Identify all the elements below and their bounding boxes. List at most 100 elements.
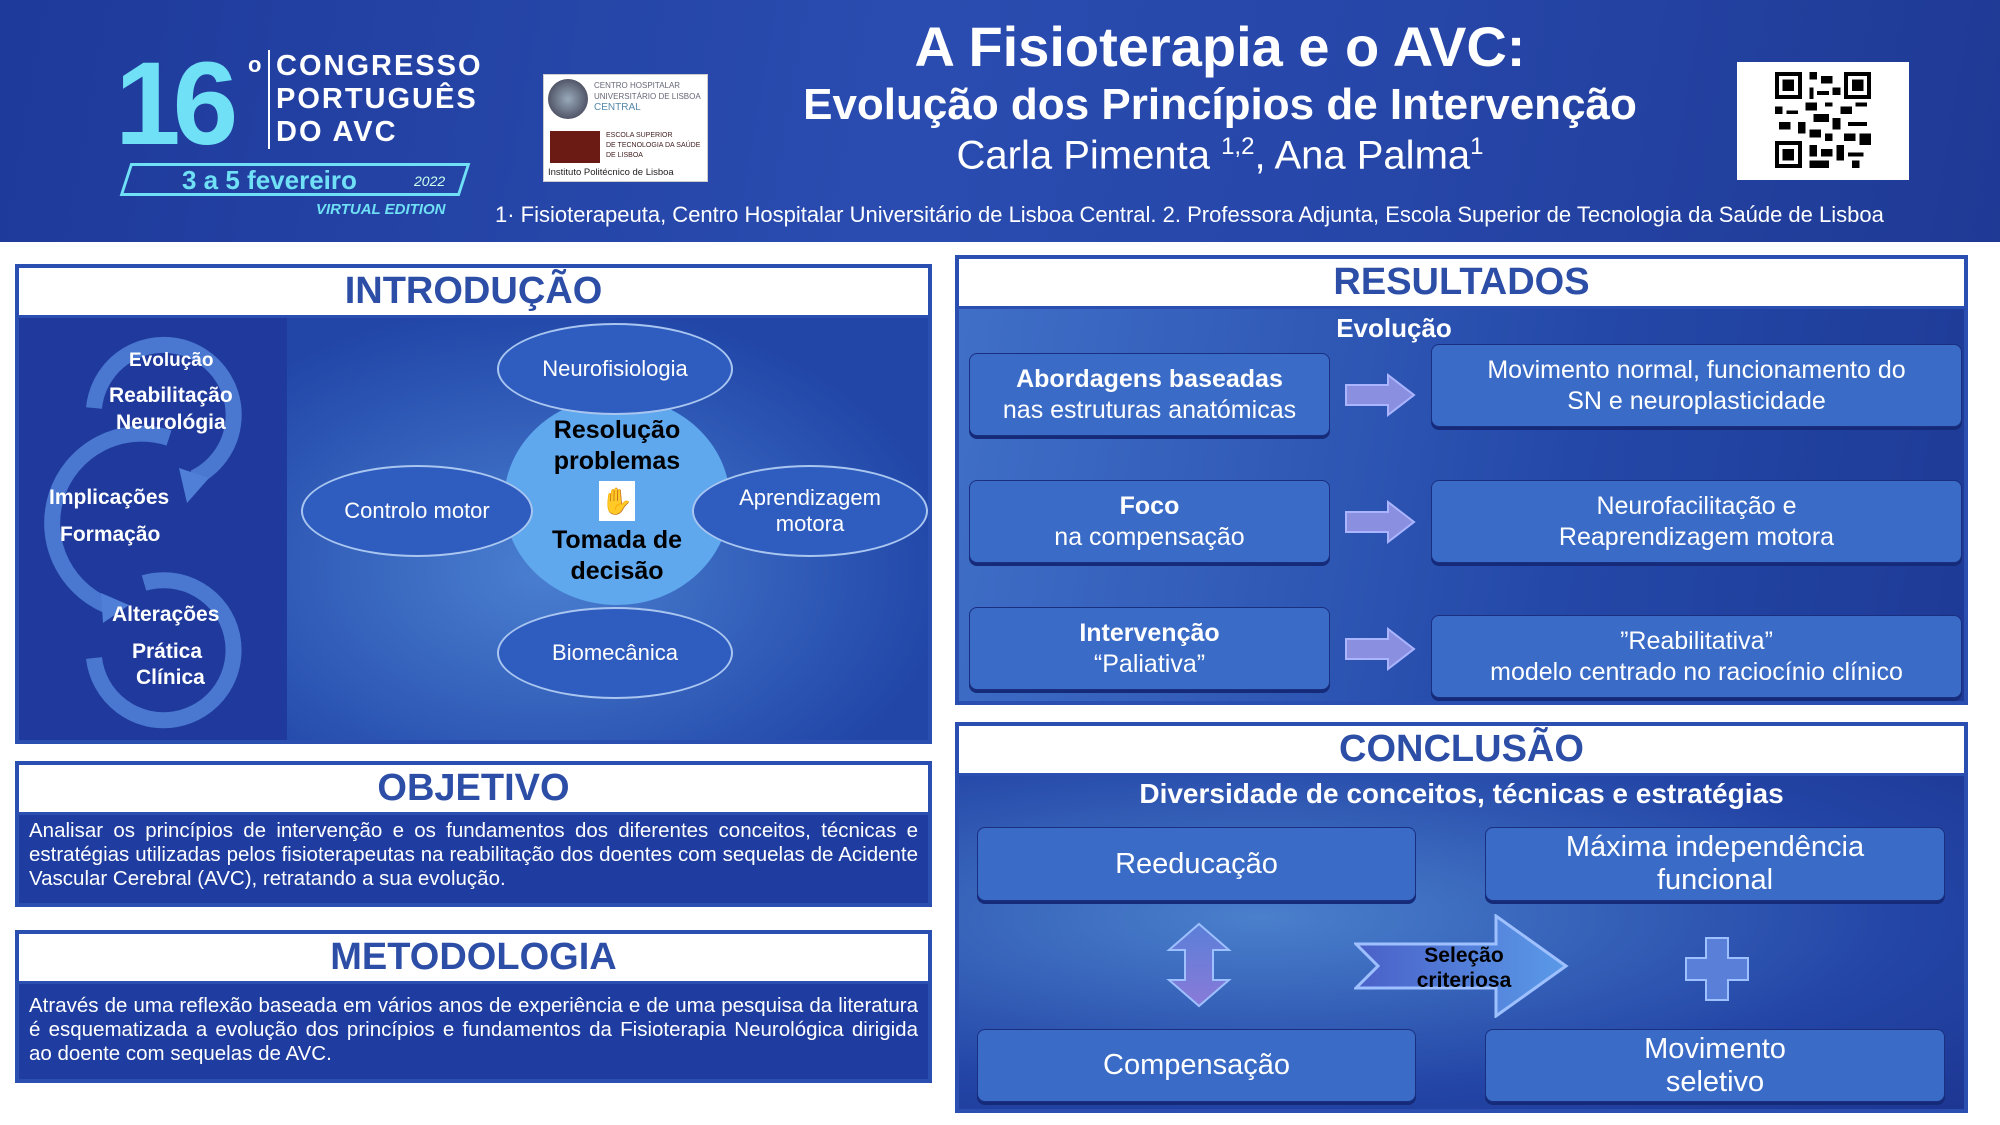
maxima-line: funcional (1656, 864, 1774, 896)
congress-dates: 3 a 5 fevereiro (182, 165, 357, 195)
virtual-edition: VIRTUAL EDITION (316, 201, 446, 218)
metodologia-panel: METODOLOGIA Através de uma reflexão base… (15, 930, 932, 1083)
logo-line: PORTUGUÊS (276, 83, 478, 115)
node-aprendizagem-motora: Aprendizagem motora (692, 465, 928, 557)
result-from-bold: Intervenção (1079, 618, 1220, 647)
introducao-panel: INTRODUÇÃO Evolução Reabilitação Neuroló… (15, 264, 932, 744)
author-affil-sup: 1,2 (1221, 133, 1255, 160)
authors: Carla Pimenta 1,2, Ana Palma1 (620, 133, 1820, 178)
estesl-name: ESCOLA SUPERIOR DE TECNOLOGIA DA SAÚDE D… (606, 131, 700, 161)
congress-logo-degree: o (248, 52, 262, 77)
metodologia-text: Através de uma reflexão baseada em vário… (29, 994, 918, 1065)
chulc-name: CENTRO HOSPITALAR UNIVERSITÁRIO DE LISBO… (594, 80, 701, 113)
result-from-text: nas estruturas anatómicas (1002, 395, 1297, 424)
estesl-line: DE LISBOA (606, 152, 643, 159)
congress-year: 2022 (414, 173, 446, 189)
cycle-label: Alterações (112, 603, 220, 626)
center-bottom-label: Tomada de decisão (551, 526, 683, 585)
author-name: Carla Pimenta (956, 133, 1210, 178)
cycle-label: Neurológia (116, 411, 226, 434)
objetivo-title: OBJETIVO (19, 765, 928, 815)
physio-hand-logo-icon: ✋ (599, 481, 635, 521)
node-controlo-motor: Controlo motor (301, 465, 533, 557)
cycle-label: Prática (132, 640, 203, 663)
chulc-line: CENTRO HOSPITALAR (594, 81, 681, 90)
result-to-line: SN e neuroplasticidade (1567, 386, 1826, 415)
poster-title: A Fisioterapia e o AVC: (914, 15, 1526, 78)
conclusao-subtitle: Diversidade de conceitos, técnicas e est… (1139, 778, 1784, 809)
right-arrow-icon (1345, 627, 1416, 671)
cycle-label: Evolução (129, 350, 214, 371)
estesl-line: DE TECNOLOGIA DA SAÚDE (606, 142, 701, 149)
result-to-line: modelo centrado no raciocínio clínico (1490, 657, 1903, 686)
cycle-diagram: Evolução Reabilitação Neurológia Implica… (19, 318, 287, 740)
affiliations: 1· Fisioterapeuta, Centro Hospitalar Uni… (495, 202, 1884, 227)
node-biomecanica: Biomecânica (497, 607, 733, 699)
selecao-line: Seleção (1424, 944, 1504, 967)
chulc-logo-icon (548, 79, 588, 119)
selecao-criteriosa-arrow-icon (1354, 914, 1569, 1018)
introducao-title: INTRODUÇÃO (19, 268, 928, 318)
right-arrow-icon (1345, 500, 1416, 544)
cycle-label: Reabilitação (109, 384, 233, 407)
result-to-line: Reaprendizagem motora (1558, 522, 1835, 551)
center-concept: Resolução problemas ✋ Tomada de decisão (504, 397, 730, 605)
institution-logos: CENTRO HOSPITALAR UNIVERSITÁRIO DE LISBO… (543, 74, 708, 182)
right-arrow-icon (1345, 373, 1416, 417)
movimento-line: seletivo (1665, 1065, 1765, 1098)
poster-subtitle: Evolução dos Princípios de Intervenção (803, 80, 1637, 129)
ipl-name: Instituto Politécnico de Lisboa (548, 167, 674, 178)
qr-code-icon[interactable] (1737, 62, 1909, 180)
result-from-box: Intervenção“Paliativa” (969, 607, 1330, 690)
resultados-title: RESULTADOS (959, 259, 1964, 309)
estesl-logo-icon (550, 131, 600, 163)
result-from-bold: Abordagens baseadas (1016, 364, 1283, 393)
conclusao-title: CONCLUSÃO (959, 726, 1964, 776)
result-from-text: na compensação (1054, 522, 1245, 551)
selecao-line: criteriosa (1416, 969, 1512, 992)
compensacao-box: Compensação (977, 1029, 1416, 1102)
poster-header: 16 o CONGRESSO PORTUGUÊS DO AVC 3 a 5 fe… (0, 0, 2000, 242)
up-down-arrow-icon (1166, 922, 1232, 1008)
metodologia-title: METODOLOGIA (19, 934, 928, 984)
estesl-line: ESCOLA SUPERIOR (606, 132, 673, 139)
center-top-label: Resolução problemas (553, 416, 681, 475)
result-from-text: “Paliativa” (1093, 649, 1206, 678)
congress-logo-number: 16 (115, 38, 238, 170)
logo-line: CONGRESSO (276, 50, 483, 82)
conclusao-panel: CONCLUSÃO Diversidade de conceitos, técn… (955, 722, 1968, 1113)
result-to-box: ”Reabilitativa”modelo centrado no racioc… (1431, 615, 1962, 698)
result-to-line: Neurofacilitação e (1596, 491, 1797, 520)
node-neurofisiologia: Neurofisiologia (497, 323, 733, 415)
cycle-arrows-icon (44, 336, 242, 729)
author-name: Ana Palma (1274, 133, 1471, 178)
chulc-line: CENTRAL (594, 102, 641, 113)
cycle-label: Formação (60, 523, 161, 546)
objetivo-text: Analisar os princípios de intervenção e … (29, 819, 918, 890)
result-to-line: ”Reabilitativa” (1620, 626, 1773, 655)
logo-line: DO AVC (276, 116, 398, 148)
resultados-subtitle: Evolução (1336, 313, 1452, 343)
author-separator: , (1254, 133, 1275, 178)
objetivo-panel: OBJETIVO Analisar os princípios de inter… (15, 761, 932, 907)
concept-diagram: Resolução problemas ✋ Tomada de decisão … (287, 318, 928, 740)
congress-logo-text: CONGRESSO PORTUGUÊS DO AVC (268, 50, 483, 149)
movimento-line: Movimento (1644, 1032, 1786, 1065)
plus-icon (1685, 937, 1749, 1001)
cycle-label: Implicações (49, 486, 170, 509)
result-to-line: Movimento normal, funcionamento do (1487, 355, 1906, 384)
maxima-line: Máxima independência (1565, 831, 1865, 863)
reeducacao-box: Reeducação (977, 827, 1416, 901)
cycle-label: Clínica (136, 666, 205, 689)
result-from-bold: Foco (1119, 491, 1180, 520)
author-affil-sup: 1 (1470, 133, 1484, 160)
chulc-line: UNIVERSITÁRIO DE LISBOA (594, 92, 701, 101)
